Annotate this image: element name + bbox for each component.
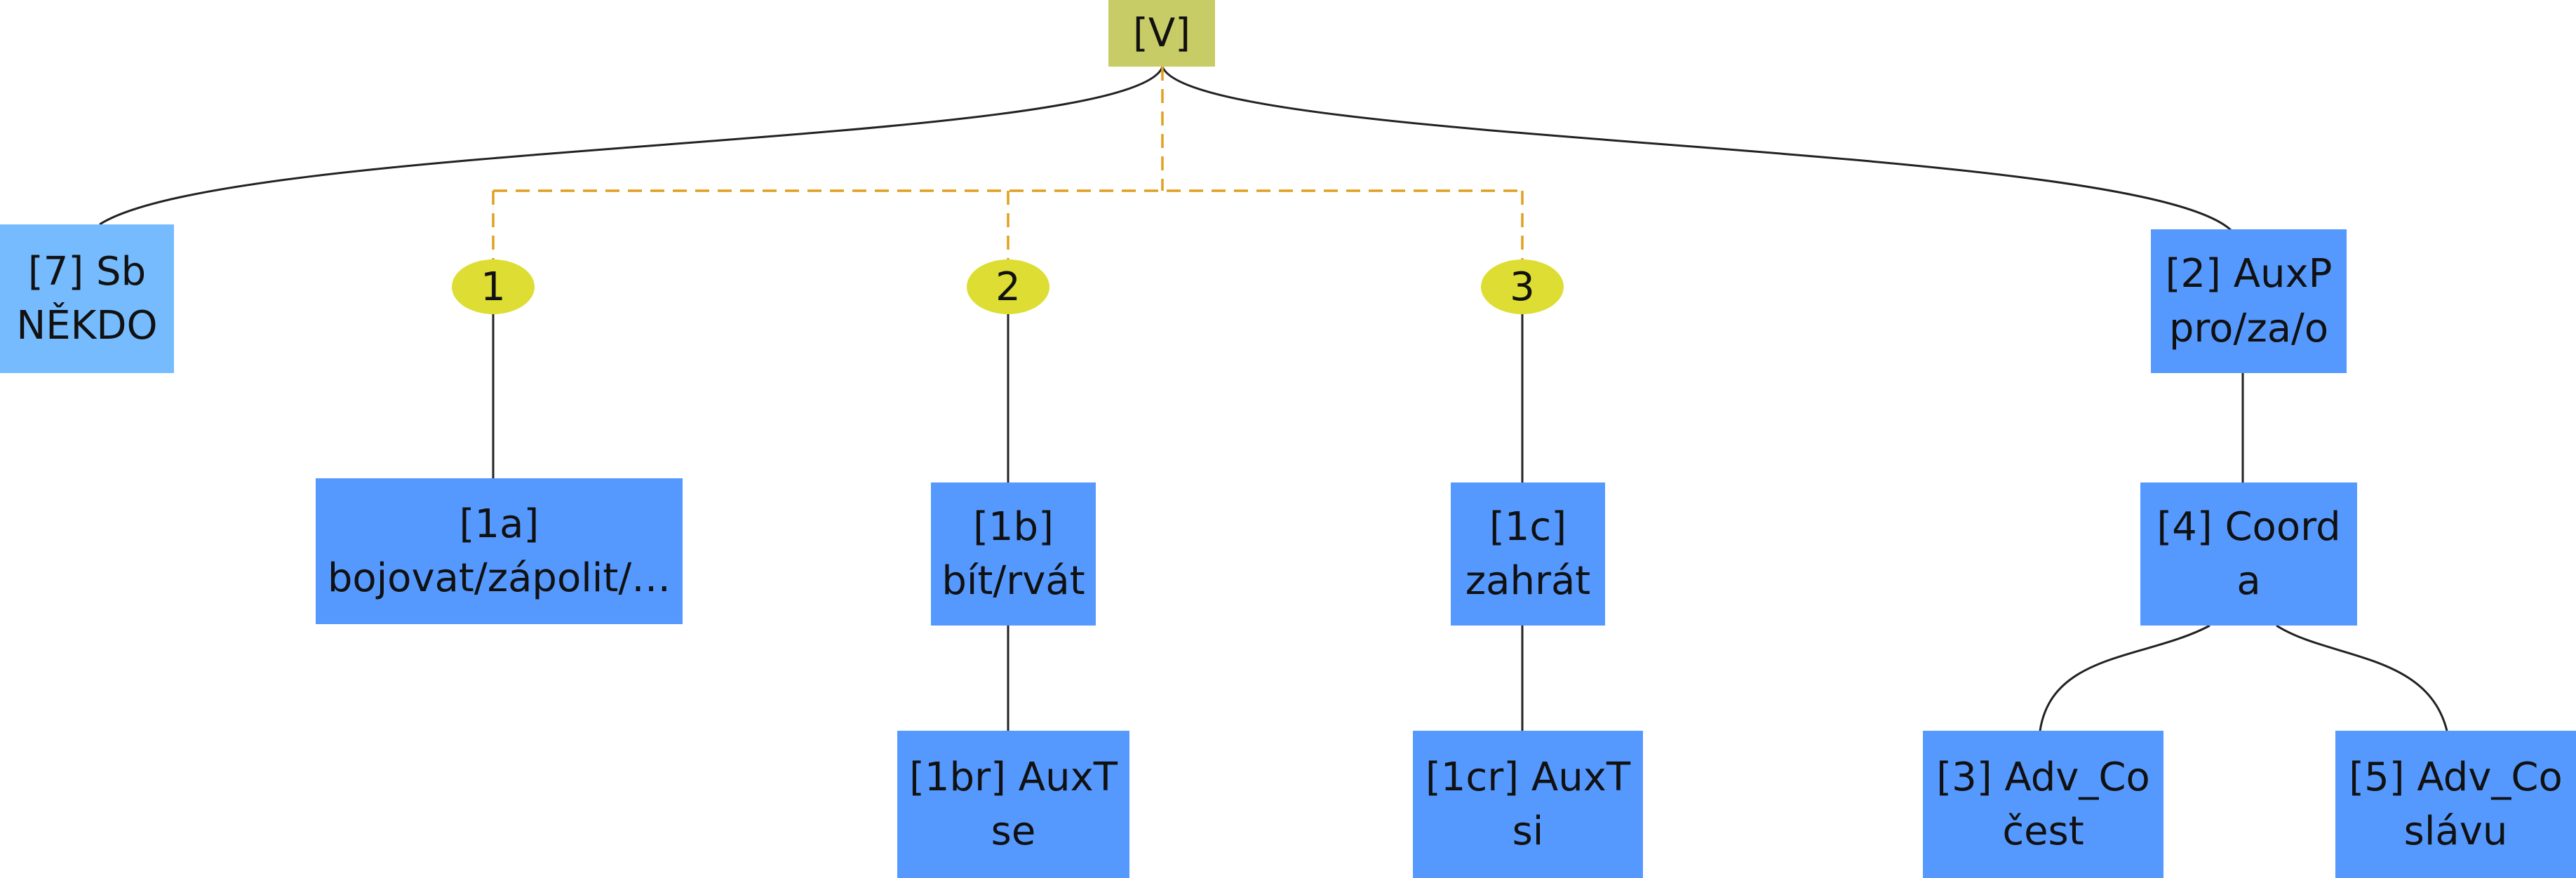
node-word: bojovat/zápolit/… bbox=[327, 555, 671, 601]
node-word: NĚKDO bbox=[16, 303, 158, 349]
node-word: se bbox=[991, 809, 1036, 854]
edge-coord-adv5 bbox=[2276, 624, 2448, 731]
node-id: [1c] bbox=[1489, 504, 1567, 550]
node-1br[interactable]: [1br] AuxT se bbox=[897, 731, 1129, 878]
group-marker-3[interactable]: 3 bbox=[1481, 259, 1564, 314]
node-adv-co-5[interactable]: [5] Adv_Co slávu bbox=[2335, 731, 2576, 878]
root-label: [V] bbox=[1132, 10, 1190, 56]
dashed-group-edges bbox=[492, 67, 1524, 261]
node-word: a bbox=[2236, 558, 2261, 604]
subject-node[interactable]: [7] Sb NĚKDO bbox=[0, 224, 174, 373]
node-1b[interactable]: [1b] bít/rvát bbox=[931, 482, 1096, 626]
node-coord[interactable]: [4] Coord a bbox=[2140, 482, 2357, 626]
edge-coord-adv3 bbox=[2039, 624, 2211, 731]
node-id: [1a] bbox=[459, 501, 539, 547]
node-id: [1cr] AuxT bbox=[1425, 754, 1631, 800]
node-word: slávu bbox=[2403, 809, 2508, 854]
group-marker-2[interactable]: 2 bbox=[967, 259, 1049, 314]
node-word: si bbox=[1512, 809, 1544, 854]
node-adv-co-3[interactable]: [3] Adv_Co čest bbox=[1923, 731, 2164, 878]
root-node[interactable]: [V] bbox=[1108, 0, 1215, 67]
node-word: pro/za/o bbox=[2168, 305, 2329, 351]
node-id: [1br] AuxT bbox=[909, 754, 1118, 800]
node-id: [3] Adv_Co bbox=[1936, 754, 2150, 800]
node-word: zahrát bbox=[1465, 558, 1591, 604]
node-id: [1b] bbox=[973, 504, 1054, 550]
node-auxp[interactable]: [2] AuxP pro/za/o bbox=[2151, 229, 2347, 373]
group-marker-1[interactable]: 1 bbox=[452, 259, 535, 314]
node-id: [7] Sb bbox=[27, 248, 147, 295]
node-1cr[interactable]: [1cr] AuxT si bbox=[1413, 731, 1643, 878]
edge-root-subject bbox=[99, 66, 1164, 226]
node-word: bít/rvát bbox=[941, 558, 1085, 604]
node-id: [4] Coord bbox=[2156, 504, 2341, 550]
node-id: [2] AuxP bbox=[2165, 251, 2333, 297]
node-word: čest bbox=[2002, 809, 2084, 854]
node-1a[interactable]: [1a] bojovat/zápolit/… bbox=[316, 478, 683, 624]
node-1c[interactable]: [1c] zahrát bbox=[1451, 482, 1605, 626]
node-id: [5] Adv_Co bbox=[2349, 754, 2563, 800]
edge-root-auxp bbox=[1161, 66, 2232, 231]
